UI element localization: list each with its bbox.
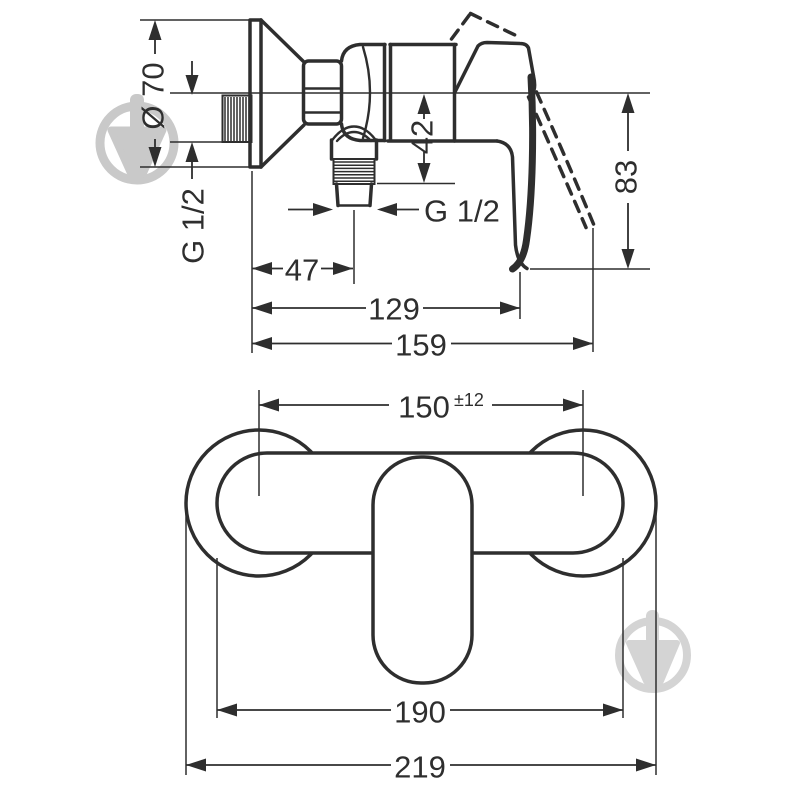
dim-label-wall-to-outlet: 47 xyxy=(285,253,319,288)
arrowhead-left xyxy=(186,758,206,772)
watermark-trowel-blade xyxy=(626,640,680,689)
handle-front xyxy=(371,455,474,685)
dim-depth-closed: 129 xyxy=(252,272,521,327)
dim-label-depth-open: 159 xyxy=(395,328,447,363)
arrowhead-up xyxy=(621,93,635,113)
dim-label-overall-width: 219 xyxy=(394,750,446,785)
dim-connection-centers: 150 ±12 xyxy=(258,389,584,496)
handle-base xyxy=(452,40,537,95)
arrowhead-up xyxy=(417,94,431,114)
label-background xyxy=(392,327,451,361)
arrowhead-down xyxy=(148,147,162,167)
dim-escutcheon-diameter: Ø 70 xyxy=(136,19,250,168)
label-background xyxy=(391,748,450,782)
outlet-collar-arc-inner xyxy=(335,130,373,143)
dim-inlet-thread: G 1/2 xyxy=(176,61,211,264)
dim-outlet-drop: 42 xyxy=(377,94,455,185)
outlet-thread-hatch xyxy=(334,161,374,182)
dim-label-outlet-drop: 42 xyxy=(405,120,440,154)
label-background xyxy=(366,291,423,325)
arrowhead-right xyxy=(603,703,623,717)
watermark-trowel-blade xyxy=(107,126,167,180)
arrowhead-up xyxy=(148,20,162,40)
arrowhead-left xyxy=(259,398,279,412)
watermark-trowel-handle xyxy=(130,94,144,132)
handle-open-edge xyxy=(468,11,520,39)
dim-label-handle-height: 83 xyxy=(609,160,644,194)
dim-body-width: 190 xyxy=(216,558,624,730)
outlet-pipe xyxy=(334,182,374,208)
dim-overall-width: 219 xyxy=(185,508,657,785)
extension-lines xyxy=(258,390,584,496)
dim-outlet-thread: G 1/2 xyxy=(288,194,500,229)
watermark-logo-icon xyxy=(615,610,691,693)
inlet-thread-hatch xyxy=(224,97,250,141)
label-background xyxy=(283,252,321,285)
label-background xyxy=(391,693,450,727)
watermark-trowel-handle xyxy=(646,610,659,645)
arrowhead-left xyxy=(252,262,272,275)
arrowhead-right xyxy=(563,398,583,412)
extension-lines xyxy=(140,19,250,168)
handle-open-blade-outer xyxy=(534,90,596,226)
hex-nut-outline xyxy=(301,59,344,126)
arrowhead-left xyxy=(217,703,237,717)
dome-ring xyxy=(382,42,393,143)
outlet-collar xyxy=(329,138,379,161)
arrowhead-left xyxy=(252,301,272,315)
arrowhead-down xyxy=(417,163,431,183)
dome-profile xyxy=(339,42,387,143)
dim-label-connection-tolerance: ±12 xyxy=(454,390,484,410)
dim-depth-open: 159 xyxy=(252,327,593,363)
arrowhead-down xyxy=(621,249,635,269)
arrowhead-up xyxy=(185,142,199,162)
side-view-drawing xyxy=(170,11,650,273)
watermark-logo-icon xyxy=(95,94,179,185)
extension-lines xyxy=(185,508,657,775)
handle-open-position-dashed xyxy=(449,11,596,230)
escutcheon-cone xyxy=(259,18,306,169)
arrowhead-left xyxy=(377,203,397,216)
handle-open-edge xyxy=(449,11,473,41)
dim-label-connection-centers: 150 xyxy=(398,390,450,425)
hex-nut-facets xyxy=(302,87,343,114)
escutcheon-face xyxy=(248,18,263,169)
arrowhead-down xyxy=(185,75,199,95)
outlet-thread-outline xyxy=(332,158,376,185)
label-background xyxy=(389,389,492,422)
outlet-collar-arc xyxy=(330,125,378,143)
handle-open-blade-inner xyxy=(526,95,588,230)
arrowhead-right xyxy=(333,262,353,275)
dim-wall-to-outlet: 47 xyxy=(251,171,355,353)
dim-handle-height: 83 xyxy=(530,93,650,352)
arrowhead-right xyxy=(636,758,656,772)
front-view-drawing xyxy=(184,428,658,685)
dim-label-outlet-thread: G 1/2 xyxy=(424,194,500,229)
dim-label-body-width: 190 xyxy=(394,695,446,730)
dim-label-depth-closed: 129 xyxy=(368,292,420,327)
arrowhead-left xyxy=(252,337,272,350)
arrowhead-right xyxy=(573,337,593,350)
arrowhead-right xyxy=(500,301,520,315)
dim-label-inlet-thread: G 1/2 xyxy=(176,188,211,264)
dim-label-escutcheon-diameter: Ø 70 xyxy=(136,62,171,129)
extension-lines xyxy=(216,558,624,718)
handle-lever-blade xyxy=(509,73,537,273)
arrowhead-right xyxy=(313,203,333,216)
